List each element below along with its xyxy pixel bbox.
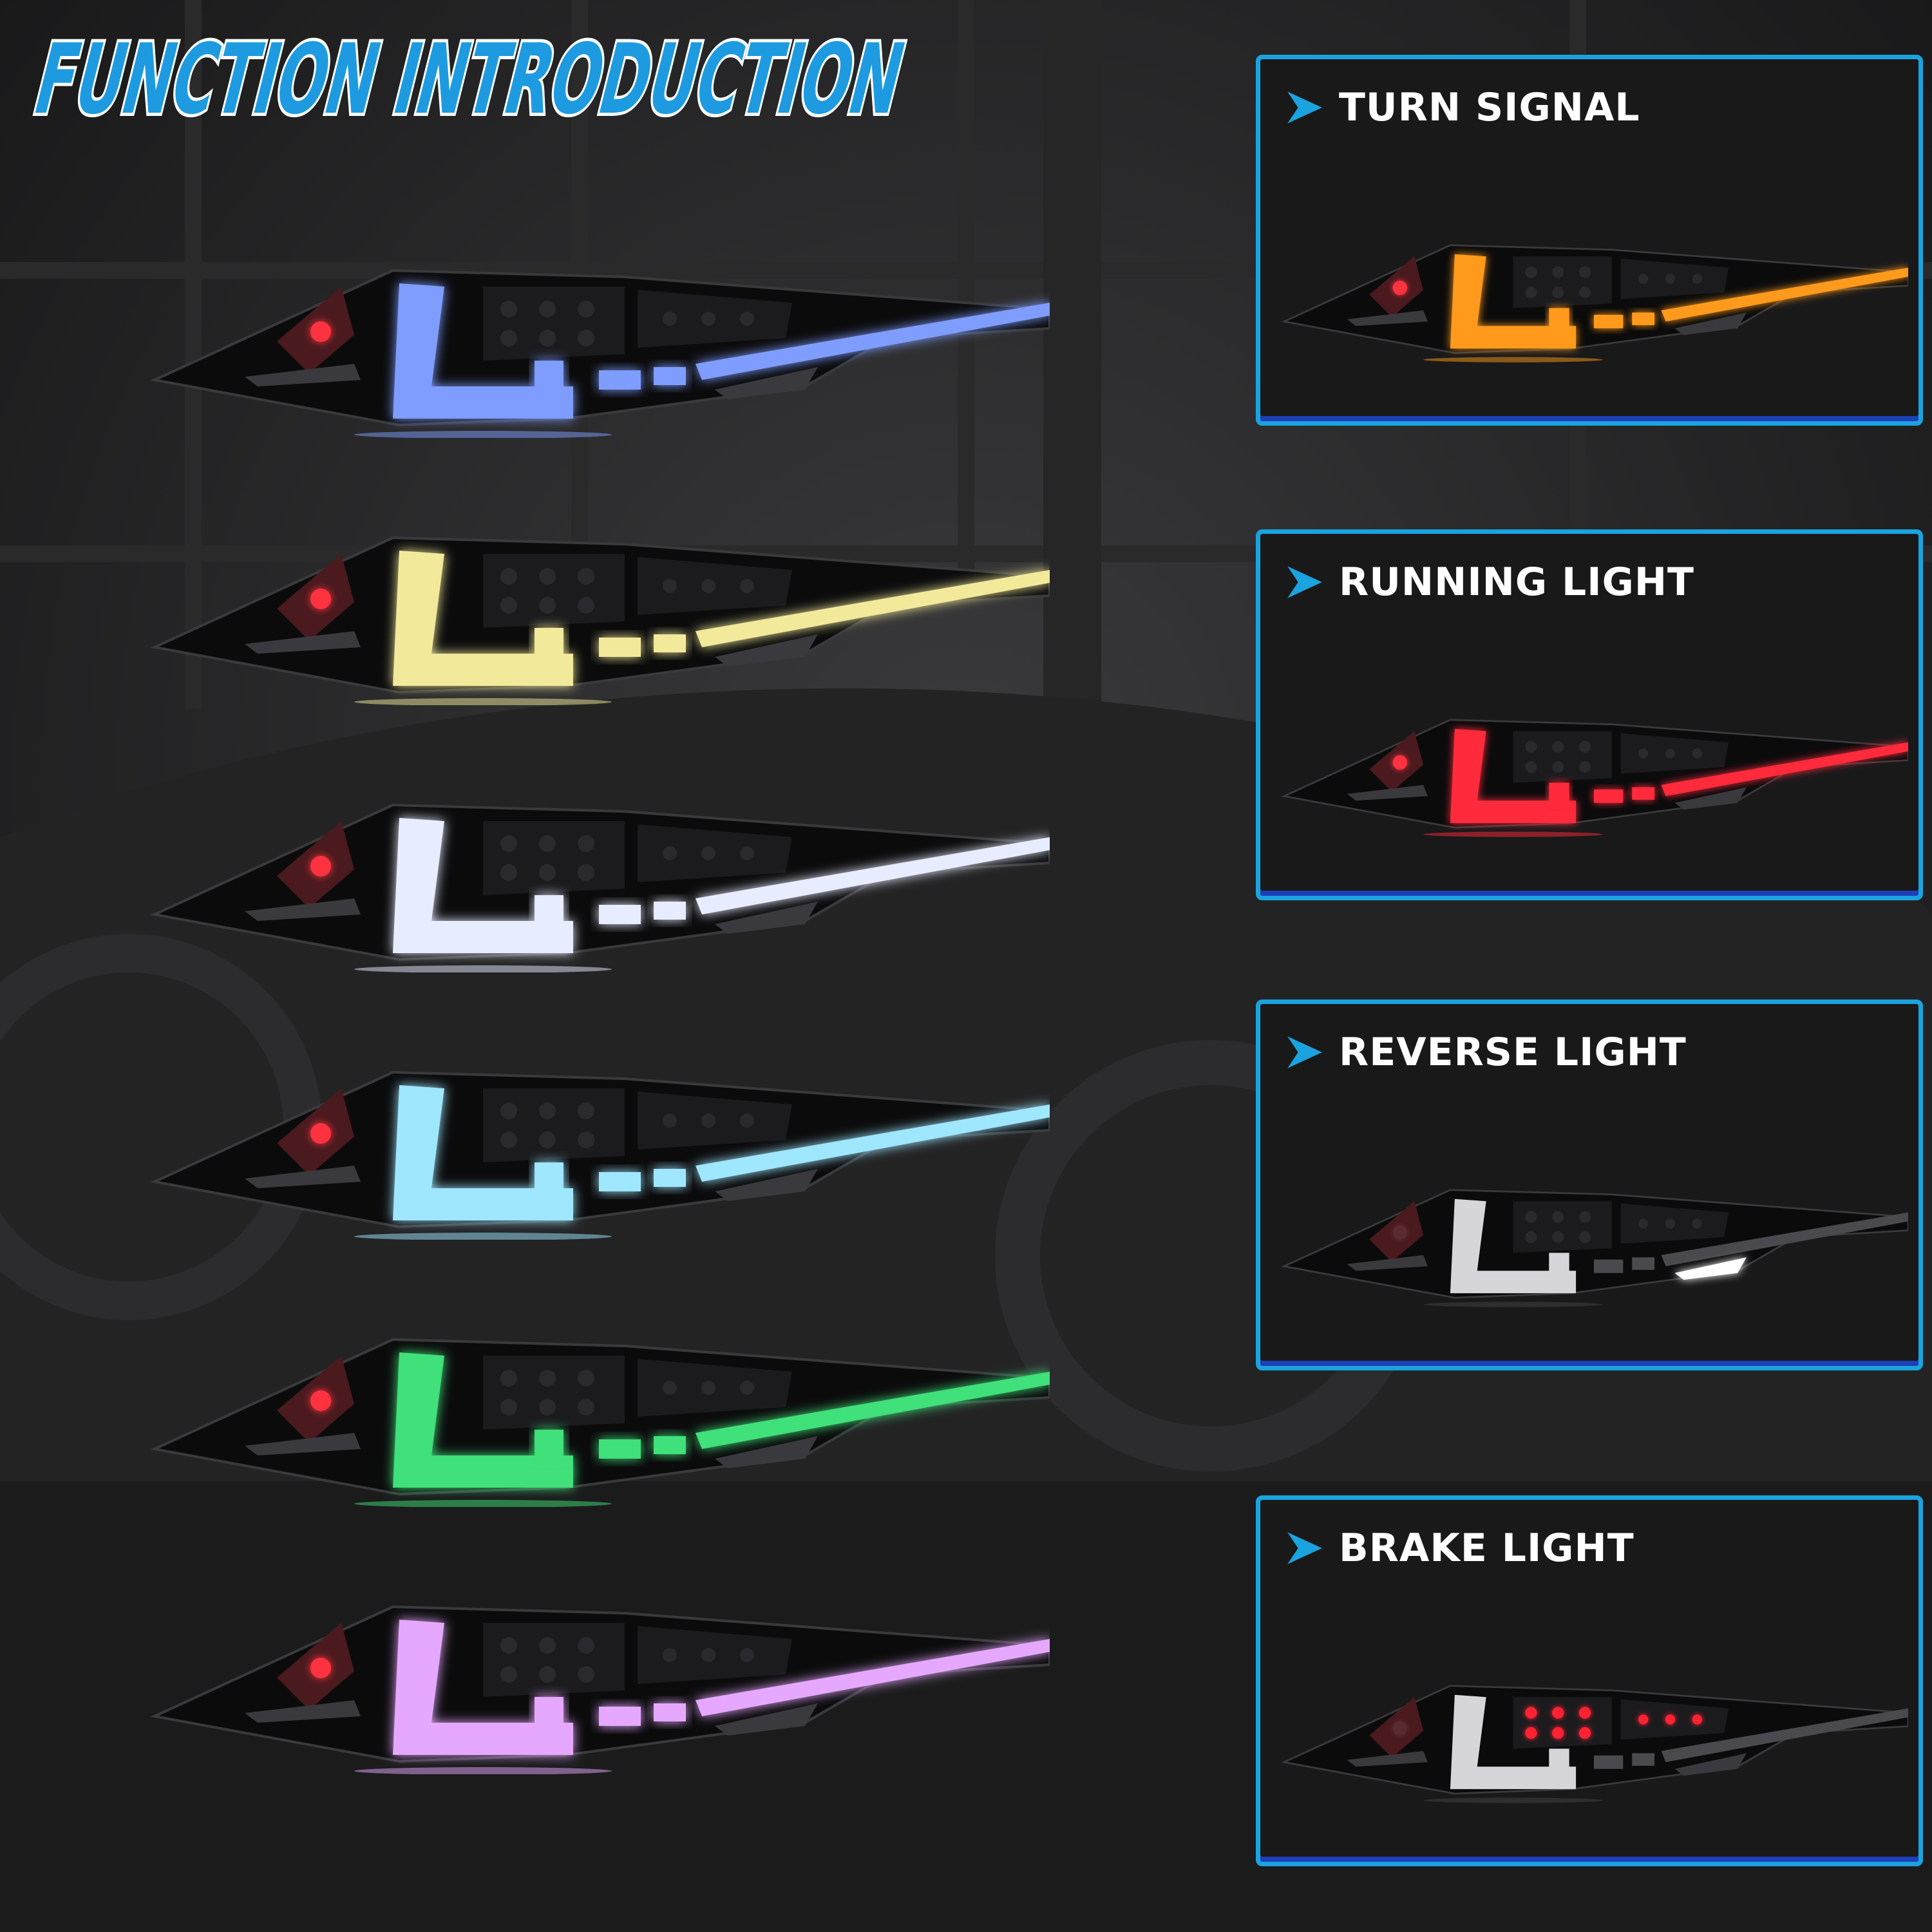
rgb-lamp-yellow — [148, 493, 1051, 706]
function-panel-brake-light: BRAKE LIGHT — [1256, 1495, 1923, 1866]
chevron-right-icon — [1287, 1036, 1322, 1068]
taillight-turn-signal — [1280, 166, 1909, 410]
rgb-lamp-white — [148, 760, 1051, 973]
rgb-lamp-cyan — [148, 1027, 1051, 1240]
function-panel-running-light: RUNNING LIGHT — [1256, 529, 1923, 900]
function-panel-reverse-light: REVERSE LIGHT — [1256, 999, 1923, 1370]
rgb-lamp-list — [148, 225, 1051, 1835]
chevron-right-icon — [1287, 1532, 1322, 1564]
taillight-brake-light — [1280, 1606, 1909, 1851]
function-label: TURN SIGNAL — [1339, 85, 1640, 130]
function-label: REVERSE LIGHT — [1339, 1030, 1687, 1075]
function-panel-turn-signal: TURN SIGNAL — [1256, 55, 1923, 426]
rgb-lamp-green — [148, 1294, 1051, 1508]
function-label: BRAKE LIGHT — [1339, 1526, 1634, 1571]
rgb-lamp-blue — [148, 225, 1051, 439]
chevron-right-icon — [1287, 91, 1322, 124]
rgb-lamp-purple — [148, 1562, 1051, 1775]
taillight-running-light — [1280, 640, 1909, 885]
taillight-reverse-light — [1280, 1110, 1909, 1355]
page-title-text: FUNCTION INTRODUCTION — [32, 26, 915, 135]
page-title: FUNCTION INTRODUCTION — [32, 26, 934, 135]
function-label: RUNNING LIGHT — [1339, 560, 1694, 605]
chevron-right-icon — [1287, 566, 1322, 598]
